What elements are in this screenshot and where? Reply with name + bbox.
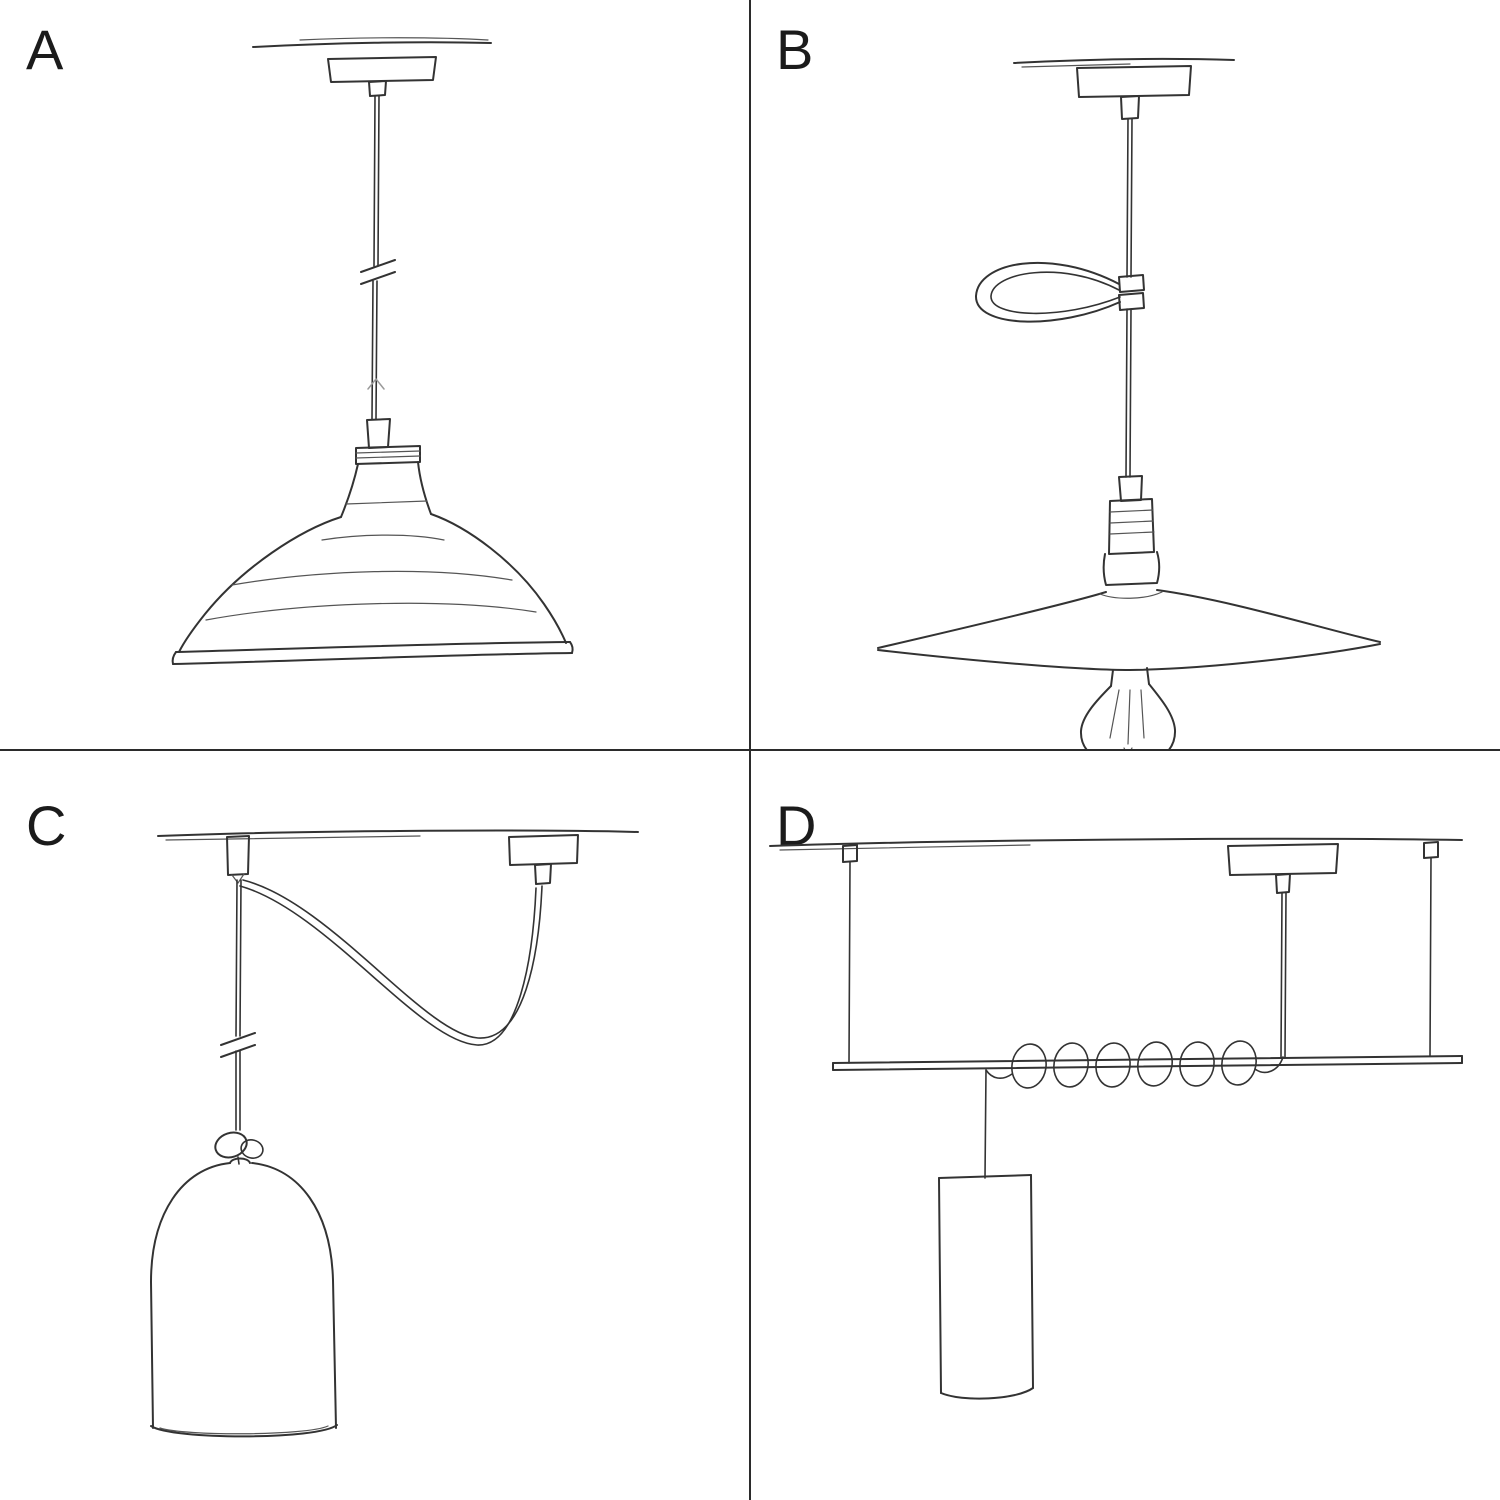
cell-b: B [750,0,1500,750]
swag-cable [239,879,543,1046]
ceiling-line [1013,58,1235,68]
pendant-cable [1125,118,1133,478]
ceiling-bar-coiled-cable-tube-pendant-illustration [769,837,1463,1400]
ceiling-line [157,829,639,841]
pendant-cable [371,95,380,420]
ceiling-rose [1076,65,1192,120]
pendant-lamp-flat-shade-bulb-illustration [877,58,1381,750]
pendant-lamp-industrial-shade-illustration [171,37,574,665]
ceiling-rose [508,834,579,885]
cable-clip [1118,274,1145,311]
cable-break-mark [360,259,396,285]
cell-c: C [0,750,750,1500]
ceiling-line [769,837,1463,851]
right-hanger-wire [1423,841,1439,1057]
drop-cable [984,1069,987,1179]
swag-pendant-bell-shade-illustration [150,829,639,1438]
cell-label-b: B [776,18,815,81]
light-bulb [1079,667,1177,750]
pendant-cable [1280,892,1287,1058]
flat-shade [877,589,1381,671]
lamp-holder [340,418,432,518]
pendant-cable [235,879,242,1131]
cable-knot [214,1131,264,1165]
bell-shade [150,1157,338,1438]
tube-pendant [938,1174,1034,1400]
suspension-bar [832,1055,1463,1071]
ceiling-line [252,37,492,48]
cell-label-c: C [26,794,68,857]
industrial-shade [171,513,574,665]
cell-d: D [750,750,1500,1500]
ceiling-rose [1227,843,1339,894]
coiled-cable [985,1040,1284,1089]
left-hanger-wire [842,844,858,1064]
chevron-up-icon [367,378,385,390]
ceiling-rose [327,56,437,97]
grid-divider-horizontal [0,749,1500,751]
cable-hook-loop [974,261,1121,323]
cell-a: A [0,0,750,750]
lamp-holder [1102,475,1161,586]
cable-break-mark [220,1032,256,1058]
ceiling-hook [226,835,250,884]
cell-label-a: A [26,18,65,81]
